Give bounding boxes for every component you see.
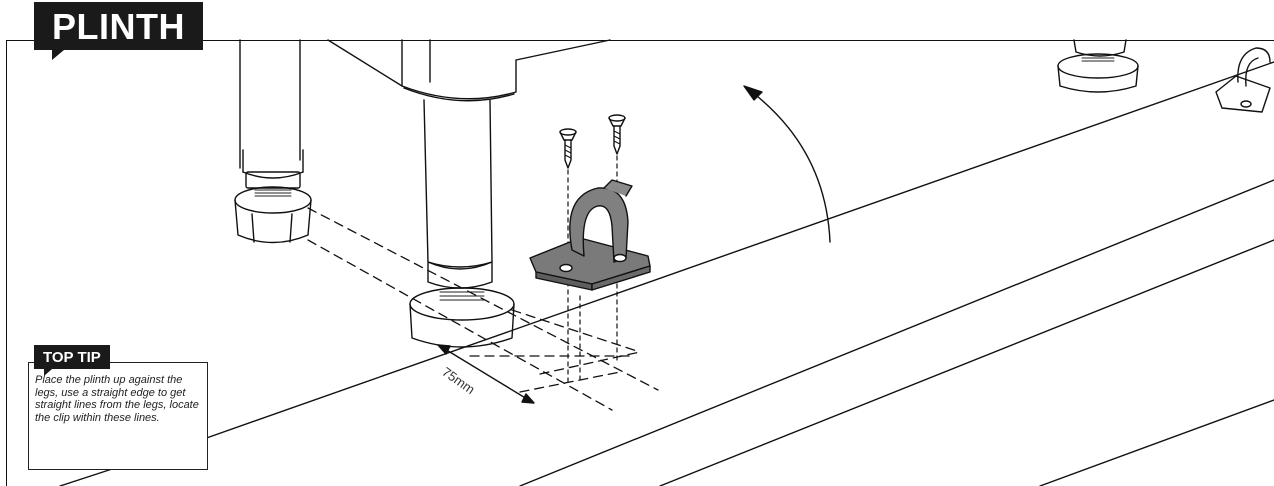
leg-front bbox=[409, 99, 515, 348]
leg-back-right bbox=[1057, 39, 1139, 93]
alignment-guide-lines bbox=[307, 207, 659, 411]
top-tip-heading: TOP TIP bbox=[34, 345, 110, 369]
title-notch bbox=[52, 50, 64, 60]
section-title: PLINTH bbox=[34, 2, 203, 50]
plinth-clip bbox=[529, 179, 651, 291]
plinth-clip-small bbox=[1215, 47, 1271, 113]
diagram-frame bbox=[6, 40, 1274, 486]
leg-back-left bbox=[234, 149, 312, 244]
cabinet-base bbox=[239, 39, 611, 169]
screw-left bbox=[559, 128, 577, 169]
top-tip-text: Place the plinth up against the legs, us… bbox=[35, 374, 199, 424]
screw-right bbox=[608, 114, 626, 155]
plinth-board bbox=[59, 61, 1274, 486]
dimension-arrow bbox=[437, 344, 535, 404]
top-tip-notch bbox=[44, 369, 52, 376]
rotation-arrow bbox=[743, 85, 831, 243]
top-tip-box bbox=[28, 362, 208, 470]
